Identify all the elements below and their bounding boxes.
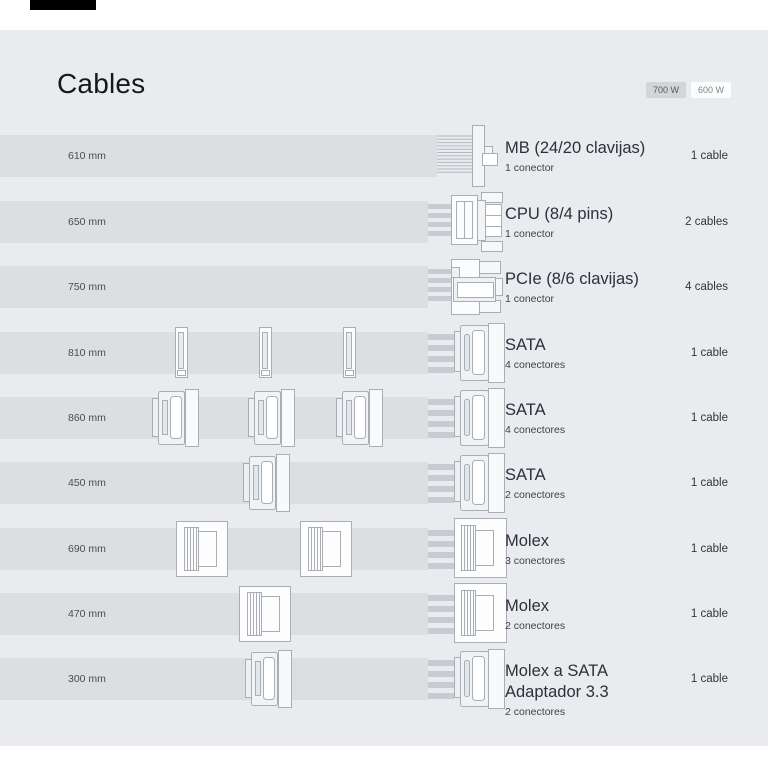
mb-connector-icon xyxy=(437,125,499,187)
cable-name: SATA xyxy=(505,401,546,419)
cable-name: SATA xyxy=(505,336,546,354)
cable-name: MB (24/20 clavijas) xyxy=(505,139,646,157)
cable-count: 1 cable xyxy=(690,150,728,162)
cable-row-cpu: 650 mm CPU (8/4 pins) 1 conector 2 cable… xyxy=(0,192,768,252)
cable-count: 1 cable xyxy=(690,608,728,620)
wattage-button-600w[interactable]: 600 W xyxy=(690,82,731,98)
sata-end-connector-icon xyxy=(428,322,508,384)
connector-count: 2 conectores xyxy=(505,706,566,718)
cable-count: 4 cables xyxy=(685,281,728,293)
sata-inline-connector-icon xyxy=(243,454,291,512)
cable-row-molex-1: 690 mm xyxy=(0,518,768,578)
cable-row-molex-sata-adapter: 300 mm Molex a SATA Adaptado xyxy=(0,649,768,718)
cable-length-label: 860 mm xyxy=(68,412,106,424)
molex-inline-connector-icon xyxy=(300,521,352,577)
sata-inline-connector-icon xyxy=(152,389,200,447)
sata-end-connector-icon xyxy=(428,452,508,514)
sata-inline-connector-icon xyxy=(258,326,274,380)
connector-count: 1 conector xyxy=(505,228,555,240)
cable-length-label: 610 mm xyxy=(68,150,106,162)
cable-length-label: 300 mm xyxy=(68,673,106,685)
cable-row-sata-2: 860 mm xyxy=(0,388,768,448)
connector-count: 1 conector xyxy=(505,162,555,174)
cable-bar: 650 mm xyxy=(0,201,428,243)
cable-bar: 300 mm xyxy=(0,658,428,700)
cpu-connector-icon xyxy=(428,191,508,253)
cable-length-label: 810 mm xyxy=(68,347,106,359)
wattage-button-700w[interactable]: 700 W xyxy=(645,82,686,98)
cable-name: Molex xyxy=(505,532,550,550)
wattage-toggle: 700 W 600 W xyxy=(645,82,731,98)
cable-name: Molex a SATA Adaptador 3.3 xyxy=(505,662,609,701)
sata-inline-connector-icon xyxy=(342,326,358,380)
connector-count: 3 conectores xyxy=(505,555,566,567)
molex-inline-connector-icon xyxy=(239,586,291,642)
cable-length-label: 750 mm xyxy=(68,281,106,293)
cable-name: SATA xyxy=(505,466,546,484)
sata-inline-connector-icon xyxy=(174,326,190,380)
cable-row-pcie: 750 mm PCIe (8/6 clavijas) 1 conector 4 … xyxy=(0,259,768,315)
cable-name: Molex xyxy=(505,597,550,615)
connector-count: 2 conectores xyxy=(505,489,566,501)
molex-end-connector-icon xyxy=(428,583,508,645)
connector-count: 1 conector xyxy=(505,293,555,305)
top-black-bar xyxy=(30,0,96,10)
cable-length-label: 690 mm xyxy=(68,543,106,555)
connector-count: 4 conectores xyxy=(505,359,566,371)
cable-bar: 810 mm xyxy=(0,332,428,374)
cable-bar: 610 mm xyxy=(0,135,437,177)
cable-count: 1 cable xyxy=(690,673,728,685)
sata-end-connector-icon xyxy=(428,387,508,449)
cable-row-molex-2: 470 mm Molex 2 conecto xyxy=(0,583,768,643)
sata-inline-connector-icon xyxy=(336,389,384,447)
cable-count: 1 cable xyxy=(690,477,728,489)
sata-inline-connector-icon xyxy=(248,389,296,447)
cable-count: 1 cable xyxy=(690,412,728,424)
cable-length-label: 450 mm xyxy=(68,477,106,489)
page-title: Cables xyxy=(57,68,146,99)
sata-inline-connector-icon xyxy=(245,650,293,708)
cable-bar: 450 mm xyxy=(0,462,428,504)
cable-count: 1 cable xyxy=(690,543,728,555)
cable-count: 1 cable xyxy=(690,347,728,359)
sata-end-connector-icon xyxy=(428,648,508,710)
cable-name: PCIe (8/6 clavijas) xyxy=(505,270,639,288)
molex-inline-connector-icon xyxy=(176,521,228,577)
cable-row-mb: 610 mm MB (24/20 clavijas) 1 conector xyxy=(0,125,768,187)
cable-length-label: 470 mm xyxy=(68,608,106,620)
connector-count: 4 conectores xyxy=(505,424,566,436)
cable-row-sata-1: 810 mm xyxy=(0,323,768,383)
cable-bar: 470 mm xyxy=(0,593,428,635)
molex-end-connector-icon xyxy=(428,518,508,580)
pcie-connector-icon xyxy=(428,256,508,318)
cable-name: CPU (8/4 pins) xyxy=(505,205,614,223)
cable-bar: 750 mm xyxy=(0,266,428,308)
cable-length-label: 650 mm xyxy=(68,216,106,228)
cable-row-sata-3: 450 mm SATA 2 conector xyxy=(0,453,768,513)
connector-count: 2 conectores xyxy=(505,620,566,632)
cable-count: 2 cables xyxy=(685,216,728,228)
